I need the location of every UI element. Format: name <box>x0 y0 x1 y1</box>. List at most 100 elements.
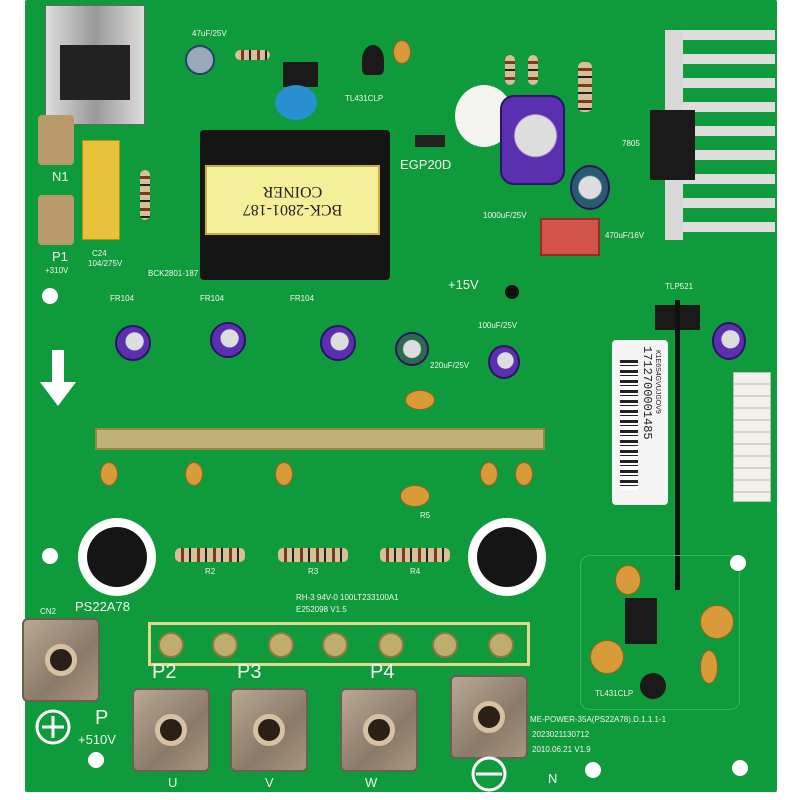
label-tlp521: TLP521 <box>665 282 694 291</box>
arrow-down-icon <box>40 350 76 406</box>
solder-pad <box>158 632 184 658</box>
terminal-u <box>132 688 210 772</box>
model-number: ME-POWER-35A(PS22A78).D.1.1.1-1 <box>530 715 667 724</box>
solder-pad <box>212 632 238 658</box>
pad-strip <box>148 622 530 666</box>
ceramic-cap <box>185 462 203 486</box>
resistor <box>505 55 515 85</box>
label-p3: P3 <box>237 661 262 683</box>
label-w: W <box>365 775 378 790</box>
solder-pad <box>322 632 348 658</box>
resistor <box>528 55 538 85</box>
transformer-label: BCK-2801-187 COINER <box>205 165 380 235</box>
pin-header-strip <box>95 428 545 450</box>
label-c24-value: 104/275V <box>88 259 123 268</box>
resistor-r2 <box>175 548 245 562</box>
ceramic-cap <box>405 390 435 410</box>
x-capacitor <box>82 140 120 240</box>
terminal-v <box>230 688 308 772</box>
diode-egp20d <box>415 135 445 147</box>
terminal-n <box>450 675 528 759</box>
ceramic-cap <box>100 462 118 486</box>
sub-module <box>580 555 740 710</box>
regulator-7805 <box>650 110 695 180</box>
label-7805: 7805 <box>622 139 640 148</box>
label-r2: R2 <box>205 567 216 576</box>
ceramic-cap <box>480 462 498 486</box>
resistor-r4 <box>380 548 450 562</box>
sticker-number: 1712700001485 <box>640 346 654 440</box>
tl431 <box>362 45 384 75</box>
white-connector <box>733 372 771 502</box>
solder-pad <box>488 632 514 658</box>
revision-date: 2010.06.21 V1.9 <box>532 745 591 754</box>
terminal-p1 <box>38 195 74 245</box>
mount-hole <box>585 762 601 778</box>
electrolytic-cap <box>395 332 429 366</box>
terminal-n1 <box>38 115 74 165</box>
label-15v: +15V <box>448 277 479 292</box>
label-510v: +510V <box>78 732 116 747</box>
label-u: U <box>168 775 178 790</box>
label-p4: P4 <box>370 661 395 683</box>
ceramic-cap <box>275 462 293 486</box>
barcode-sticker: 1712700001485 K1E6S4GVUJGOV9 <box>612 340 668 505</box>
red-connector <box>540 218 600 256</box>
label-1000uf: 1000uF/25V <box>483 211 527 220</box>
electrolytic-cap <box>210 322 246 358</box>
label-470uf: 470uF/16V <box>605 231 645 240</box>
ceramic-cap <box>515 462 533 486</box>
sticker-code: K1E6S4GVUJGOV9 <box>654 350 661 414</box>
ceramic-cap <box>590 640 624 674</box>
regulator-top-left <box>60 45 130 100</box>
mount-hole <box>730 555 746 571</box>
label-transformer-ref: BCK2801-187 <box>148 269 199 278</box>
small-cap <box>185 45 215 75</box>
mount-hole <box>505 285 519 299</box>
plus-icon <box>34 708 72 746</box>
transformer-brand: COINER <box>262 183 323 200</box>
mount-hole <box>42 548 58 564</box>
label-ps22a78: PS22A78 <box>75 599 130 614</box>
terminal-p <box>22 618 100 702</box>
mount-hole <box>88 752 104 768</box>
ceramic-cap <box>700 605 734 639</box>
electrolytic-cap <box>320 325 356 361</box>
electrolytic-cap <box>488 345 520 379</box>
label-n1: N1 <box>52 169 69 184</box>
label-n: N <box>548 771 558 786</box>
label-p2: P2 <box>152 661 177 683</box>
ceramic-cap <box>615 565 641 595</box>
mount-hole <box>42 288 58 304</box>
ceramic-cap <box>700 650 718 684</box>
label-p1: P1 <box>52 249 68 264</box>
serial-number: 2023021130712 <box>532 730 590 739</box>
label-310v: +310V <box>45 266 69 275</box>
tl431-ic <box>640 673 666 699</box>
resistor <box>140 170 150 220</box>
resistor-r3 <box>278 548 348 562</box>
solder-pad <box>268 632 294 658</box>
electrolytic-cap-470uf <box>570 165 610 210</box>
label-47uf: 47uF/25V <box>192 29 227 38</box>
label-egp20d: EGP20D <box>400 157 452 172</box>
mount-hole-left <box>78 518 156 596</box>
barcode <box>620 360 638 490</box>
transformer-model: BCK-2801-187 <box>242 201 343 218</box>
power-resistor <box>578 62 592 112</box>
label-fr104: FR104 <box>290 294 315 303</box>
label-fr104: FR104 <box>200 294 225 303</box>
solder-pad <box>432 632 458 658</box>
terminal-w <box>340 688 418 772</box>
label-tl431-2: TL431CLP <box>595 689 634 698</box>
blue-capacitor <box>275 85 317 120</box>
resistor <box>235 50 270 60</box>
label-p: P <box>95 707 109 729</box>
label-c24: C24 <box>92 249 107 258</box>
slot <box>675 300 680 590</box>
label-fr104: FR104 <box>110 294 135 303</box>
label-r4: R4 <box>410 567 421 576</box>
electrolytic-cap <box>115 325 151 361</box>
label-v: V <box>265 775 274 790</box>
mount-hole <box>732 760 748 776</box>
